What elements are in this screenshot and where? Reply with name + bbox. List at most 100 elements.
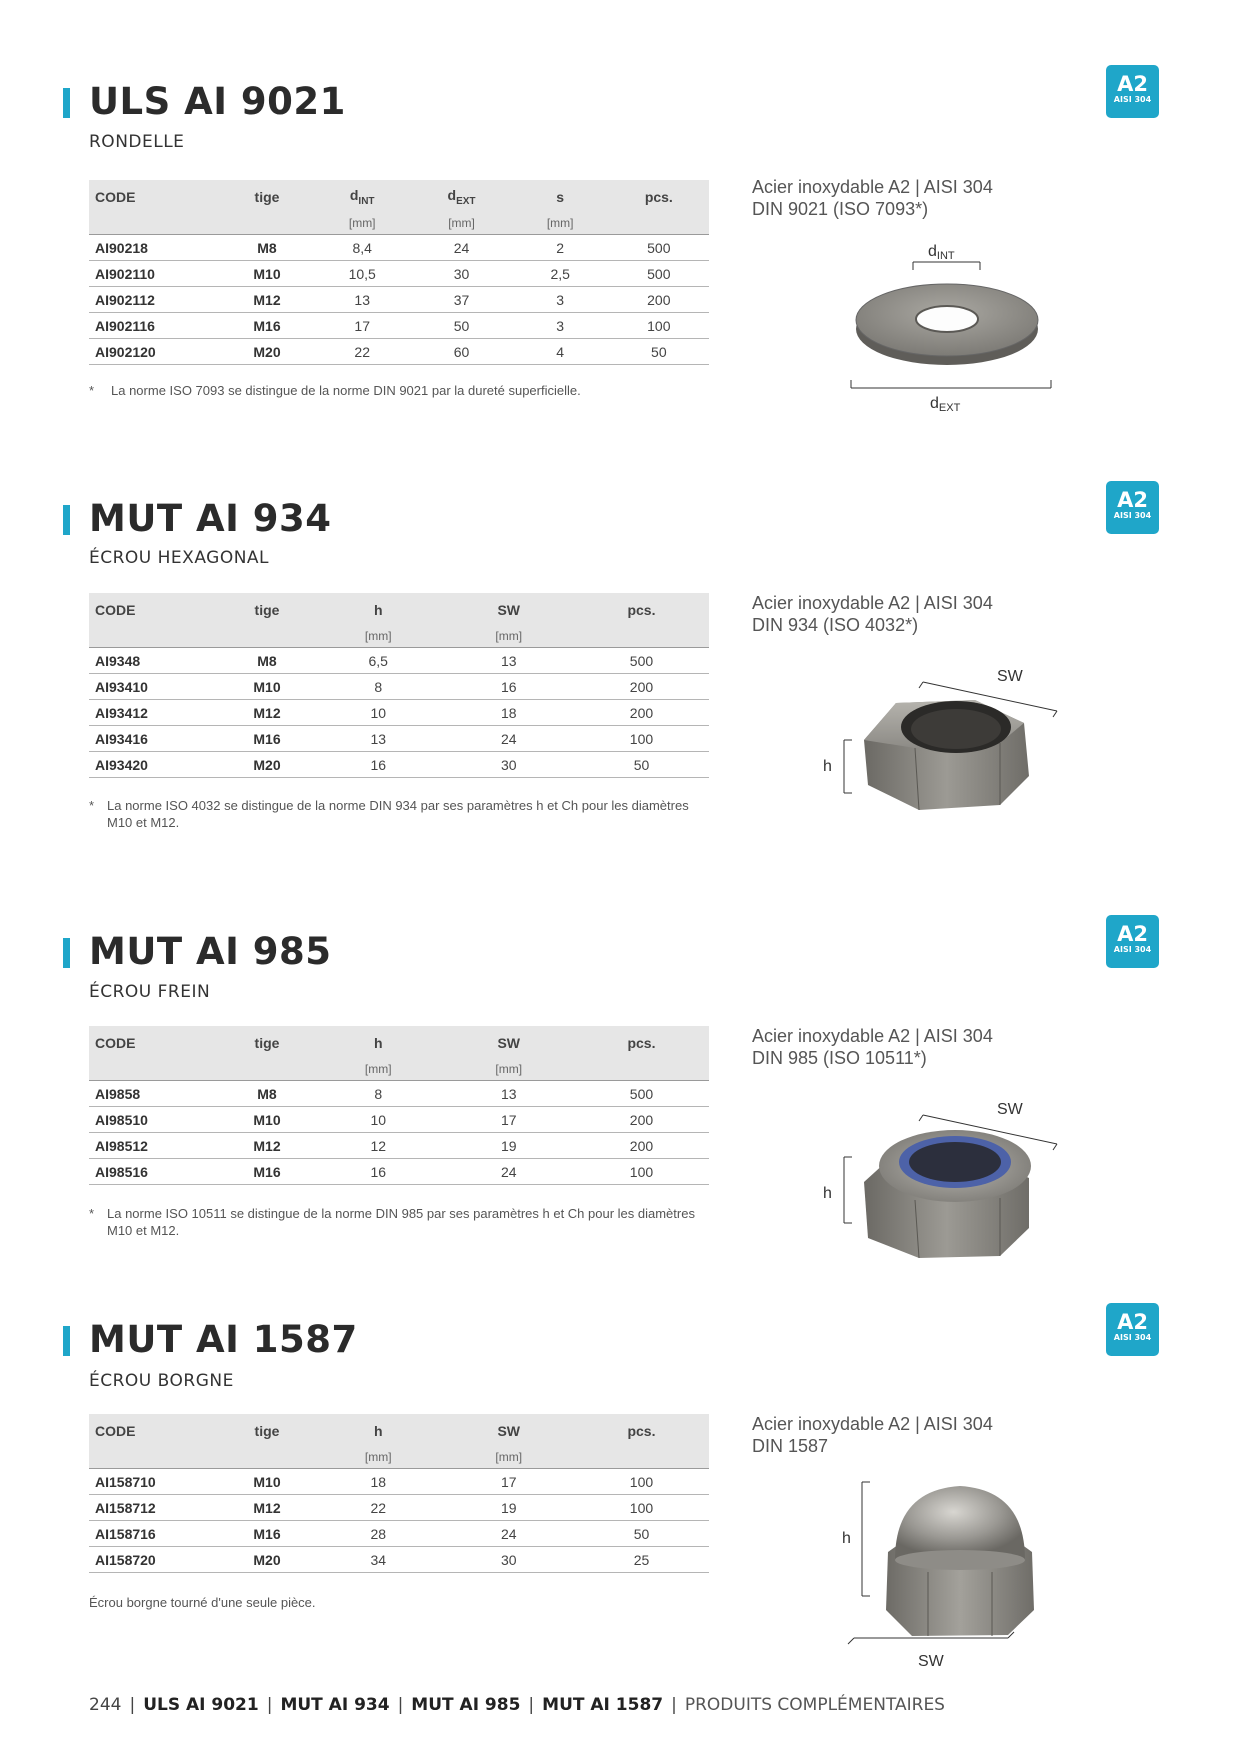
cell-value: 200 — [573, 1106, 709, 1133]
cell-value: 37 — [411, 286, 512, 313]
cell-code: AI158716 — [89, 1520, 221, 1547]
dext-sub: EXT — [456, 195, 476, 207]
cell-code: AI98516 — [89, 1158, 221, 1185]
badge-main: A2 — [1117, 922, 1148, 946]
page-number: 244 — [89, 1695, 122, 1715]
material-spec: Acier inoxydable A2 | AISI 304 DIN 934 (… — [752, 592, 993, 636]
cell-tige: M12 — [221, 699, 313, 726]
material-spec: Acier inoxydable A2 | AISI 304 DIN 1587 — [752, 1413, 993, 1457]
badge-sub: AISI 304 — [1113, 511, 1152, 520]
cell-code: AI158712 — [89, 1494, 221, 1521]
col-header-s: s — [511, 180, 609, 212]
unit-cell — [221, 625, 313, 648]
a2-badge: A2 AISI 304 — [1106, 65, 1159, 118]
cell-value: 16 — [313, 751, 444, 778]
cell-tige: M16 — [221, 312, 313, 339]
cell-value: 500 — [573, 647, 709, 674]
cell-value: 500 — [608, 260, 709, 287]
cell-tige: M16 — [221, 1520, 313, 1547]
washer-drawing: dINT dEXT — [850, 243, 1052, 414]
cell-code: AI902110 — [89, 260, 221, 287]
cell-value: 8 — [313, 673, 444, 700]
cell-tige: M10 — [221, 673, 313, 700]
title-accent-bar — [63, 505, 70, 535]
cell-code: AI902112 — [89, 286, 221, 313]
footer-category: PRODUITS COMPLÉMENTAIRES — [684, 1695, 945, 1715]
col-header-pcs: pcs. — [573, 1414, 709, 1446]
cell-value: 17 — [313, 312, 412, 339]
unit-cell: [mm] — [443, 1058, 574, 1081]
footnote: * La norme ISO 4032 se distingue de la n… — [89, 797, 709, 831]
footnote-star: * — [89, 798, 95, 813]
dint-sub: INT — [358, 195, 375, 207]
cell-value: 200 — [573, 699, 709, 726]
cell-value: 500 — [608, 234, 709, 261]
cell-code: AI9348 — [89, 647, 221, 674]
cell-value: 12 — [313, 1132, 444, 1159]
col-header-sw: SW — [443, 1026, 574, 1058]
cell-value: 24 — [443, 725, 574, 752]
footnote: * La norme ISO 7093 se distingue de la n… — [89, 382, 709, 399]
cell-value: 200 — [608, 286, 709, 313]
product-title: MUT AI 985 — [89, 930, 332, 973]
cell-code: AI98512 — [89, 1132, 221, 1159]
cell-tige: M16 — [221, 1158, 313, 1185]
cell-value: 6,5 — [313, 647, 444, 674]
spec-table: CODE tige h SW pcs. [mm] [mm] AI158710 M… — [89, 1414, 709, 1573]
cell-tige: M12 — [221, 1132, 313, 1159]
cell-tige: M8 — [221, 647, 313, 674]
cell-tige: M10 — [221, 1106, 313, 1133]
hex-nut-drawing: SW h — [823, 668, 1058, 811]
cell-value: 100 — [573, 1158, 709, 1185]
material-line: Acier inoxydable A2 | AISI 304 — [752, 593, 993, 613]
unit-cell: [mm] — [313, 1446, 444, 1469]
cell-value: 30 — [443, 751, 574, 778]
footer-item: MUT AI 1587 — [542, 1695, 664, 1715]
material-line: DIN 1587 — [752, 1436, 829, 1456]
title-accent-bar — [63, 88, 70, 118]
col-header-h: h — [313, 593, 444, 625]
badge-main: A2 — [1117, 488, 1148, 512]
cell-value: 13 — [313, 286, 412, 313]
footnote-text: Écrou borgne tourné d'une seule pièce. — [89, 1595, 316, 1610]
dim-label-sw: SW — [997, 1101, 1024, 1118]
product-subtitle: ÉCROU FREIN — [89, 982, 211, 1002]
badge-sub: AISI 304 — [1113, 945, 1152, 954]
table-row: AI902120 M20 22 60 4 50 — [89, 338, 709, 365]
unit-cell — [608, 212, 709, 235]
cell-code: AI90218 — [89, 234, 221, 261]
cell-value: 19 — [443, 1132, 574, 1159]
cell-value: 10 — [313, 699, 444, 726]
material-line: Acier inoxydable A2 | AISI 304 — [752, 1414, 993, 1434]
product-title: ULS AI 9021 — [89, 80, 346, 123]
dim-label-dint: dINT — [928, 243, 955, 262]
cell-value: 18 — [443, 699, 574, 726]
material-line: DIN 9021 (ISO 7093*) — [752, 199, 929, 219]
unit-cell: [mm] — [313, 212, 412, 235]
cell-value: 10,5 — [313, 260, 412, 287]
unit-cell: [mm] — [411, 212, 512, 235]
product-subtitle: ÉCROU HEXAGONAL — [89, 548, 270, 568]
col-header-code: CODE — [89, 1414, 221, 1446]
cell-value: 22 — [313, 1494, 444, 1521]
cell-code: AI9858 — [89, 1080, 221, 1107]
a2-badge: A2 AISI 304 — [1106, 1303, 1159, 1356]
lock-nut-drawing: SW h — [823, 1101, 1058, 1259]
cell-value: 24 — [411, 234, 512, 261]
cell-tige: M10 — [221, 260, 313, 287]
cell-value: 17 — [443, 1106, 574, 1133]
badge-sub: AISI 304 — [1113, 1333, 1152, 1342]
cell-value: 28 — [313, 1520, 444, 1547]
col-header-pcs: pcs. — [608, 180, 709, 212]
cell-code: AI902116 — [89, 312, 221, 339]
col-header-code: CODE — [89, 1026, 221, 1058]
cell-value: 17 — [443, 1468, 574, 1495]
cell-tige: M12 — [221, 286, 313, 313]
material-spec: Acier inoxydable A2 | AISI 304 DIN 9021 … — [752, 176, 993, 220]
material-spec: Acier inoxydable A2 | AISI 304 DIN 985 (… — [752, 1025, 993, 1069]
cell-value: 100 — [608, 312, 709, 339]
cell-tige: M16 — [221, 725, 313, 752]
material-line: DIN 934 (ISO 4032*) — [752, 615, 919, 635]
col-header-sw: SW — [443, 593, 574, 625]
unit-cell — [89, 212, 221, 235]
